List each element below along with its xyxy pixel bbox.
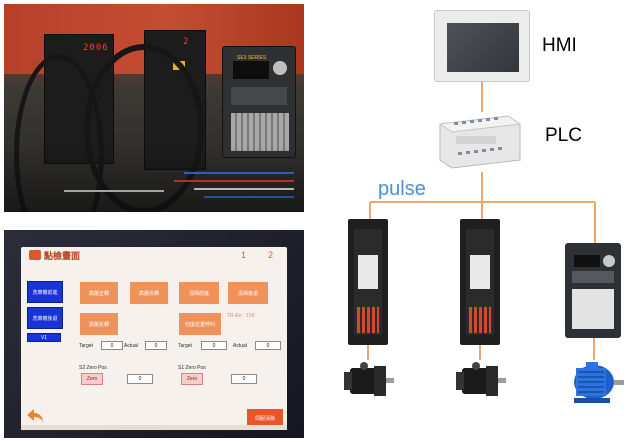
s2-zero-value: 0 <box>127 374 153 384</box>
actual-left-field[interactable]: 0 <box>145 341 167 350</box>
drive-terminals <box>357 307 379 333</box>
touchscreen-photo: 點檢畫面 1 2 洗車機前進 洗車機後退 V1 高壓正轉 高壓反轉 清掃前進 清… <box>4 230 304 438</box>
touchscreen-header: 點檢畫面 1 2 <box>21 247 287 263</box>
high-pressure-forward-button[interactable]: 高壓正轉 <box>80 282 118 304</box>
vfd-terminals <box>231 113 289 151</box>
induction-motor-icon <box>574 362 624 403</box>
plc-label: PLC <box>545 125 582 146</box>
high-pressure-reverse-2-button[interactable]: 高壓反轉 <box>80 313 118 335</box>
vfd-knob <box>273 61 287 75</box>
high-pressure-reverse-button[interactable]: 高壓反轉 <box>130 282 168 304</box>
hmi-label: HMI <box>542 35 577 56</box>
switch-position-call-button[interactable]: 切換位置呼叫 <box>179 313 221 335</box>
cabinet-photo: 2006 2 SE3 SERIES <box>4 4 304 212</box>
s2-zero-button[interactable]: Zero <box>81 373 103 385</box>
drive-readout: 2006 <box>83 43 109 53</box>
sweep-backward-button[interactable]: 清掃後退 <box>228 282 268 304</box>
servo-drive-2 <box>460 219 500 345</box>
cable-loop <box>14 54 104 212</box>
v-select[interactable]: V1 <box>27 333 61 342</box>
wire <box>64 190 164 192</box>
photo-shadow <box>4 142 304 212</box>
target-label-right: Target <box>178 343 192 349</box>
washer-backward-button[interactable]: 洗車機後退 <box>27 307 63 329</box>
s1-zero-pos-label: S1 Zero Pos <box>178 365 206 371</box>
vfd-brand: SE3 SERIES <box>237 55 267 61</box>
servo-drive-1 <box>348 219 388 345</box>
touchscreen-display: 點檢畫面 1 2 洗車機前進 洗車機後退 V1 高壓正轉 高壓反轉 清掃前進 清… <box>21 247 287 430</box>
hmi-device-screen <box>447 23 519 72</box>
vfd-device <box>565 243 621 338</box>
screen-title: 點檢畫面 <box>44 251 81 261</box>
logo-icon <box>29 250 41 260</box>
pulse-label: pulse <box>378 178 426 200</box>
page-number-2[interactable]: 2 <box>268 250 274 260</box>
actual-right-field[interactable]: 0 <box>255 341 281 350</box>
actual-label-left: Actual <box>124 343 138 349</box>
s1-zero-value: 0 <box>231 374 257 384</box>
vfd-device-display <box>574 255 600 267</box>
vfd-display <box>233 61 269 79</box>
plc-device <box>438 115 522 169</box>
error-readout: TR-Err : 156 <box>227 313 255 319</box>
washer-forward-button[interactable]: 洗車機前進 <box>27 281 63 303</box>
drive-connector <box>470 255 490 289</box>
drive-connector <box>358 255 378 289</box>
vfd-device-keypad <box>572 271 614 283</box>
servo-motor-2-icon <box>456 362 506 396</box>
target-right-field[interactable]: 0 <box>201 341 227 350</box>
wire <box>184 172 294 174</box>
s2-zero-pos-label: S2 Zero Pos <box>79 365 107 371</box>
back-arrow-icon[interactable] <box>25 407 45 425</box>
s1-zero-button[interactable]: Zero <box>181 373 203 385</box>
page-number-1[interactable]: 1 <box>241 250 247 260</box>
wire <box>194 188 294 190</box>
vfd-device-terminal-cover <box>572 289 614 329</box>
vfd-device-knob <box>603 255 615 267</box>
actual-label-right: Actual <box>233 343 247 349</box>
vfd-keypad <box>231 87 287 105</box>
hmi-device <box>434 10 530 82</box>
vfd-photo: SE3 SERIES <box>222 46 296 158</box>
target-left-field[interactable]: 0 <box>101 341 123 350</box>
drive-status: 2 <box>183 37 190 47</box>
target-label-left: Target <box>79 343 93 349</box>
servo-motor-1-icon <box>344 362 394 396</box>
wire <box>204 196 294 198</box>
touchscreen-footer <box>21 425 287 430</box>
drive-terminals <box>469 307 491 333</box>
wire <box>174 180 294 182</box>
servo-clear-button[interactable]: 伺服清除 <box>247 409 283 427</box>
sweep-forward-button[interactable]: 清掃前進 <box>179 282 219 304</box>
